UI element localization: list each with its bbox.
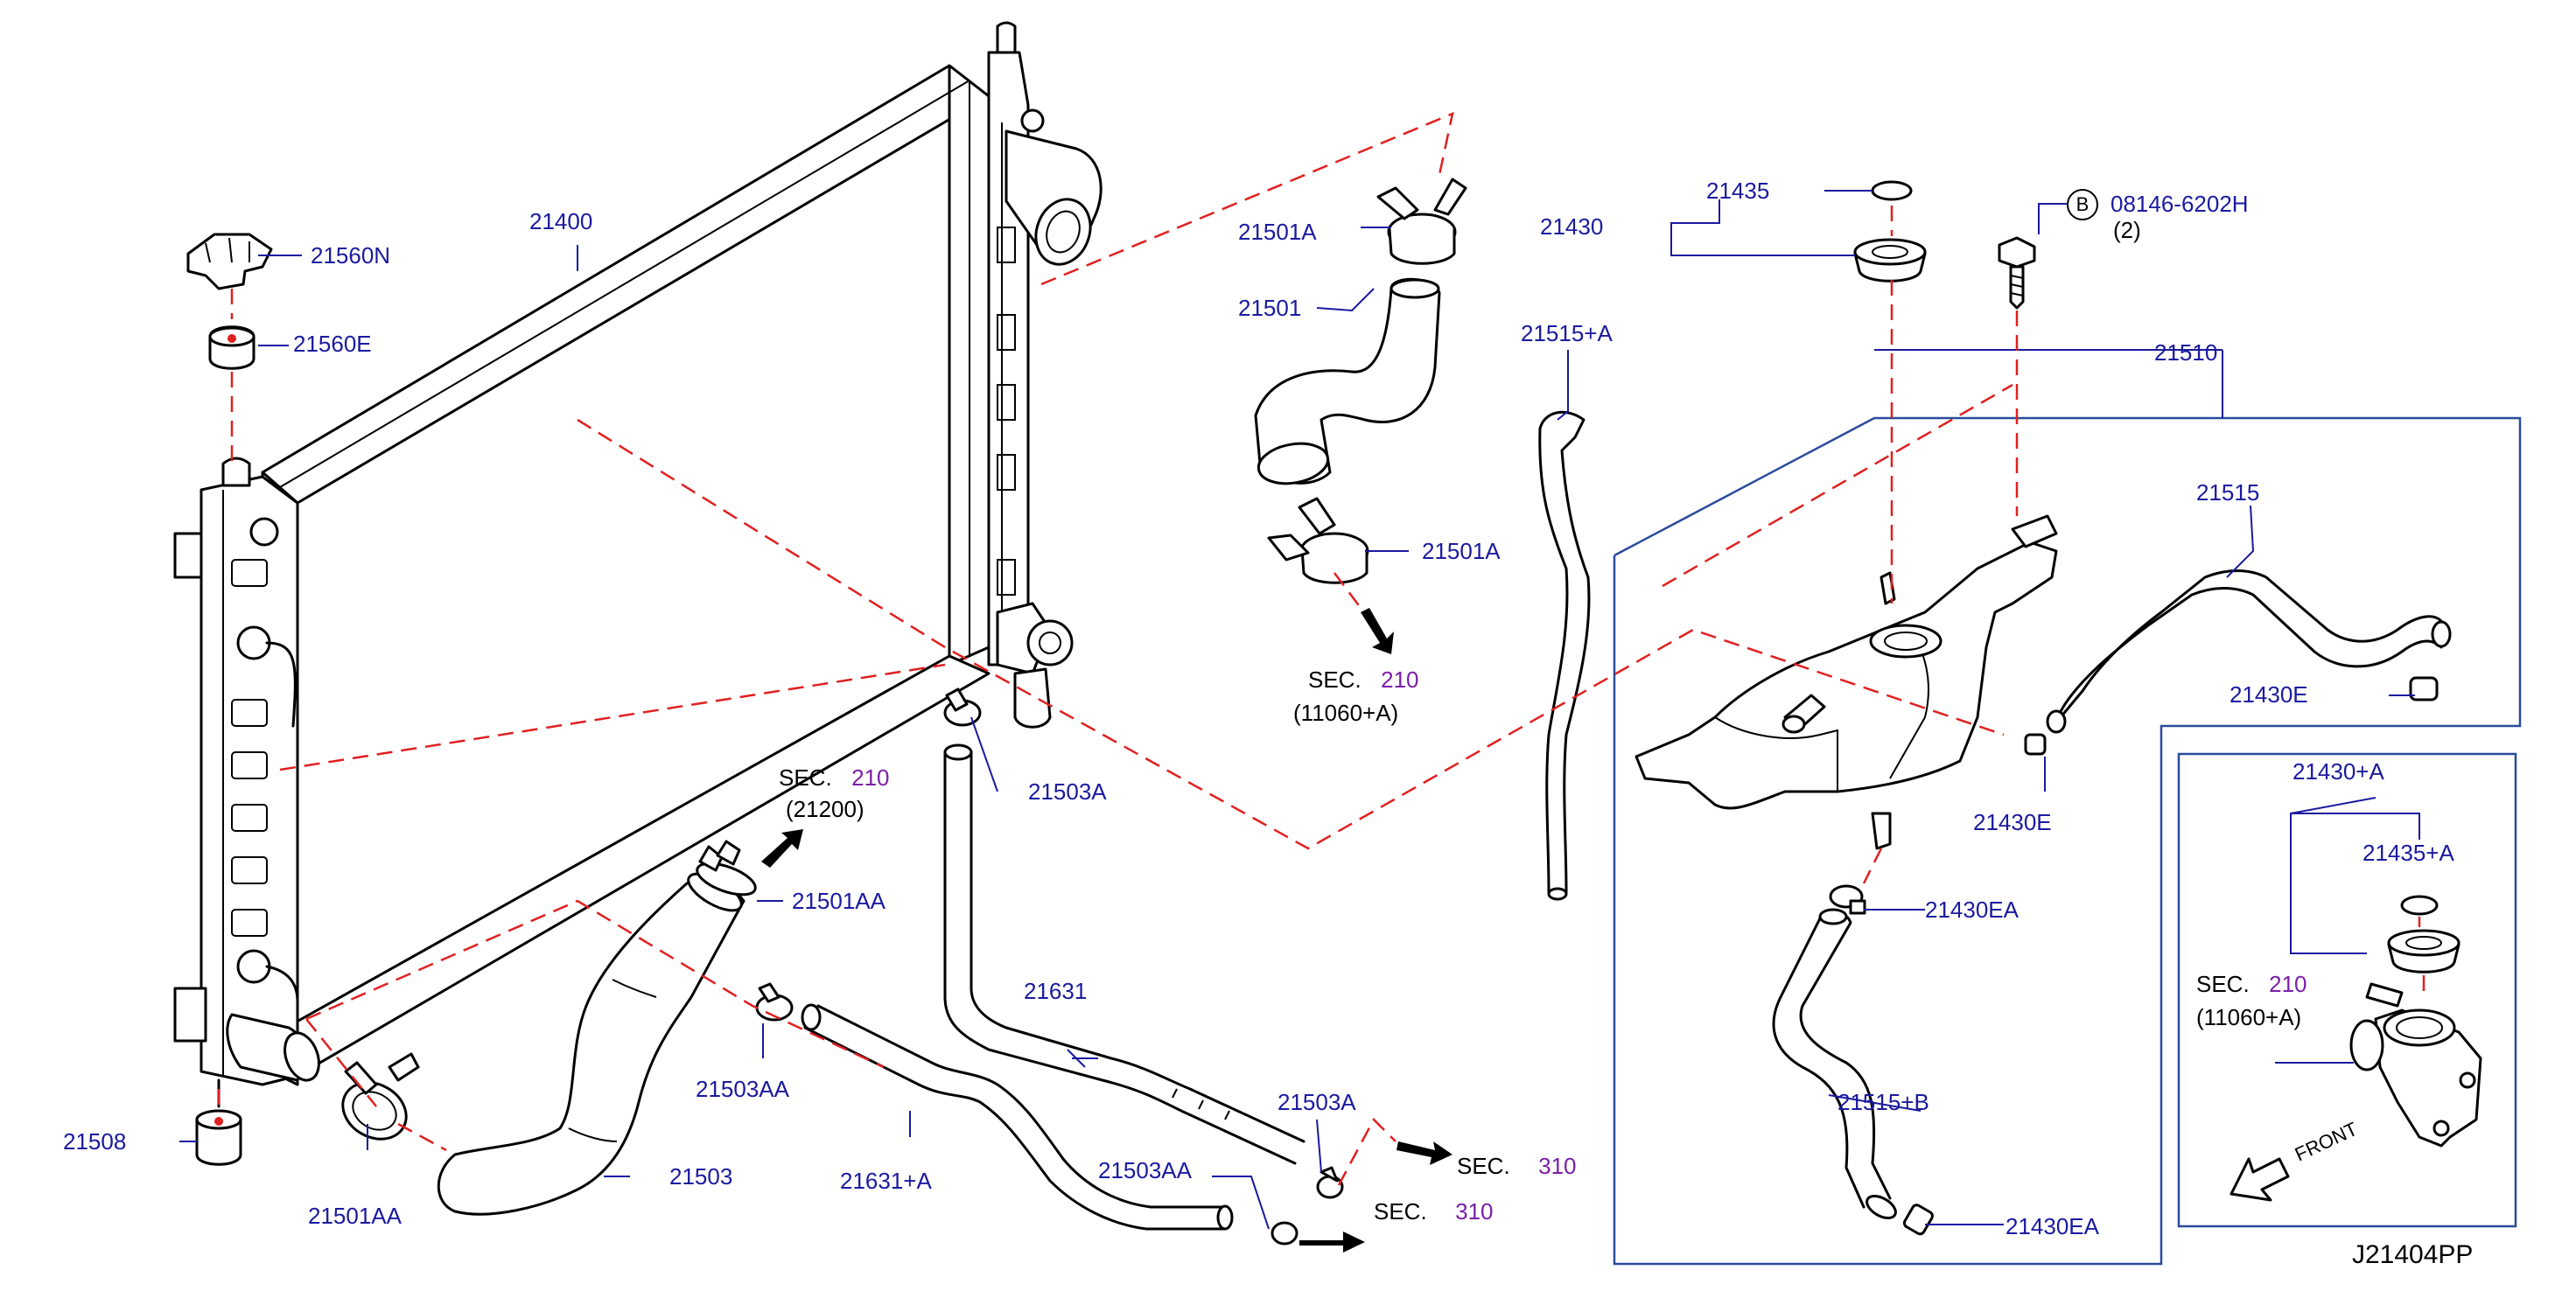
hose-clamp-21430E-right: [2409, 676, 2439, 701]
label-21430: 21430: [1540, 213, 1604, 240]
hose-clamp-21430EA-low: [1902, 1204, 1934, 1236]
label-21430EA-mid: 21430EA: [1925, 897, 2019, 923]
sec-210-top: SEC. 210: [1308, 666, 1419, 693]
label-21515-B: 21515+B: [1838, 1089, 1929, 1115]
label-21503AA-low: 21503AA: [1098, 1157, 1192, 1183]
sec-310-b: SEC. 310: [1374, 1198, 1494, 1225]
radiator-core: [261, 64, 990, 1086]
hose-21515-A: [1538, 410, 1591, 901]
label-21560N: 21560N: [311, 242, 391, 269]
label-21560E: 21560E: [293, 331, 372, 357]
leader-lines: [179, 190, 2420, 1230]
label-21501A-mid: 21501A: [1422, 538, 1501, 564]
label-21503AA-mid: 21503AA: [696, 1076, 789, 1102]
rubber-mount-21560E: [208, 325, 256, 370]
label-21515: 21515: [2196, 479, 2260, 506]
hose-clamp-21503A-mid: [943, 687, 982, 727]
label-21508: 21508: [63, 1128, 127, 1155]
label-21501AA-mid: 21501AA: [792, 888, 886, 914]
sec-num: 210: [851, 764, 890, 791]
sec-310-a: SEC. 310: [1457, 1153, 1577, 1179]
diagram-id: J21404PP: [2352, 1240, 2474, 1269]
hose-clamp-21501AA-mid: [696, 840, 757, 897]
label-21430-A: 21430+A: [2292, 758, 2384, 785]
label-21430E-mid: 21430E: [1973, 809, 2052, 835]
hose-21631: [943, 743, 1306, 1165]
label-21503A-mid: 21503A: [1028, 778, 1107, 805]
hose-21631-A: [801, 1003, 1234, 1231]
hose-clamp-21430E-mid: [2024, 733, 2047, 756]
label-bolt-qty: (2): [2113, 217, 2141, 243]
alignment-lines: [217, 111, 2426, 1186]
label-21430E-right: 21430E: [2230, 681, 2308, 708]
reservoir-tank-21510: [1634, 514, 2058, 850]
label-08146-6202H: 08146-6202H: [2110, 191, 2249, 217]
hose-clamp-21503A-low: [1316, 1166, 1344, 1199]
label-21631: 21631: [1024, 978, 1088, 1004]
sec-num: 310: [1455, 1198, 1494, 1225]
sec-text: SEC.: [779, 764, 832, 791]
sec-num: 210: [1381, 666, 1419, 693]
hose-21515: [2046, 569, 2452, 734]
hose-clamp-21501A-top: [1376, 178, 1467, 265]
label-21515-A: 21515+A: [1521, 320, 1613, 346]
label-21430EA-low: 21430EA: [2006, 1213, 2099, 1239]
label-21501A-top: 21501A: [1238, 219, 1317, 245]
hose-clamp-21501AA-low: [341, 1052, 420, 1141]
sec-210-inset-sub: (11060+A): [2196, 1004, 2302, 1030]
reservoir-cap-21430: [1853, 238, 1927, 283]
hose-clamp-21503AA-mid: [755, 982, 794, 1022]
inset-thermostat-housing: [2349, 982, 2482, 1148]
sec-210-top-sub: (11060+A): [1293, 700, 1399, 726]
label-21501AA-low: 21501AA: [308, 1203, 402, 1229]
sec-210-mid-sub: (21200): [786, 796, 864, 822]
reservoir-assembly-box: [1613, 349, 2522, 1266]
inset-cap-21430-A: [2387, 929, 2460, 974]
sec-num: 210: [2269, 971, 2307, 997]
hose-21515-B: [1772, 908, 1897, 1219]
hose-clamp-21430EA-mid: [1829, 884, 1866, 915]
label-21501: 21501: [1238, 295, 1302, 321]
radiator-outlet-pipe: [217, 1013, 320, 1108]
sec-text: SEC.: [1308, 666, 1362, 693]
sec-num: 310: [1538, 1153, 1577, 1179]
sec-text: SEC.: [2196, 971, 2250, 997]
radiator-left-tank: [173, 457, 299, 1086]
label-21503A-low: 21503A: [1278, 1089, 1356, 1115]
sec-210-inset: SEC. 210: [2196, 971, 2307, 997]
inset-box: [2177, 752, 2517, 1228]
bolt-08146-6202H: [1998, 236, 2036, 310]
sec-text: SEC.: [1457, 1153, 1510, 1179]
label-21503: 21503: [669, 1163, 733, 1190]
label-21510: 21510: [2154, 339, 2218, 366]
label-21435-A: 21435+A: [2362, 840, 2454, 866]
hose-clamp-21503AA-low: [1270, 1221, 1298, 1246]
inset-seal-21435-A: [2400, 895, 2439, 916]
sec-text: SEC.: [1374, 1198, 1427, 1225]
cap-seal-21435: [1871, 180, 1913, 201]
label-21631-A: 21631+A: [840, 1168, 932, 1194]
radiator-right-tank: [987, 21, 1102, 729]
hose-clamp-21501A-mid: [1267, 497, 1369, 584]
label-21400: 21400: [529, 208, 593, 234]
callout-b-circle: B: [2067, 189, 2098, 220]
sec-arrows: [761, 608, 1452, 1253]
upper-hose-21501: [1254, 277, 1441, 485]
front-arrow-icon: [2230, 1157, 2290, 1202]
sec-210-mid: SEC. 210: [779, 764, 890, 791]
radiator-cap-21560N: [186, 233, 273, 290]
rubber-mount-21508: [195, 1109, 242, 1166]
label-21435: 21435: [1706, 178, 1770, 204]
